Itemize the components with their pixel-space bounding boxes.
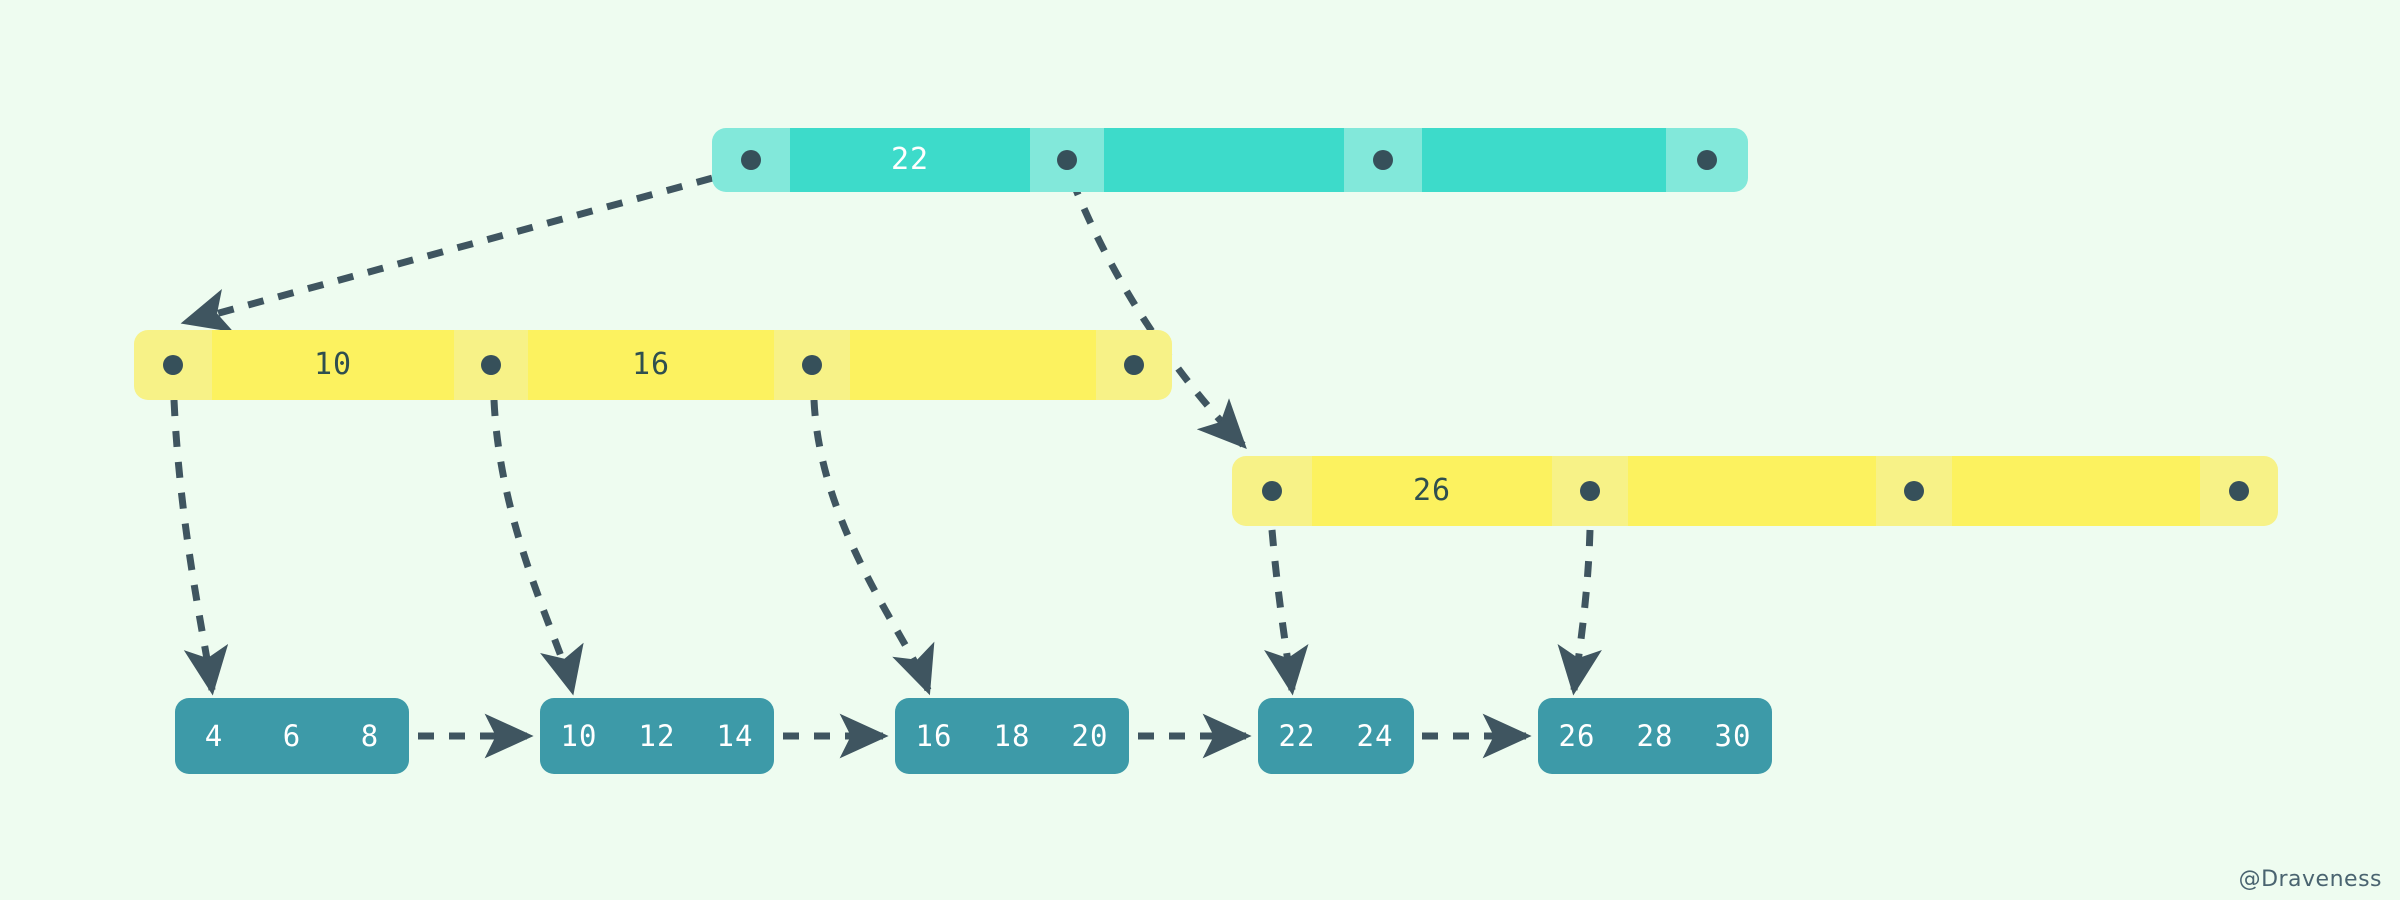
innerright-p0-to-leaf4 (1264, 529, 1309, 696)
root-node[interactable]: 22 (712, 128, 1748, 192)
root-p1-to-inner-right (1068, 178, 1247, 450)
root-pointer-0[interactable] (712, 128, 790, 192)
leaf-2-cell-0[interactable]: 10 (540, 698, 618, 774)
leaf-value: 8 (360, 718, 380, 753)
inner-left-pointer-4[interactable] (774, 330, 850, 400)
leaf-value: 4 (204, 718, 224, 753)
internal-node-left[interactable]: 10 16 (134, 330, 1172, 400)
key-value: 10 (313, 347, 353, 382)
leaf-value: 18 (993, 718, 1031, 753)
leaf-5-cell-2[interactable]: 30 (1694, 698, 1772, 774)
leaf-value: 14 (716, 718, 754, 753)
inner-right-pointer-0[interactable] (1232, 456, 1312, 526)
leaf-3-cell-0[interactable]: 16 (895, 698, 973, 774)
root-key-5[interactable] (1422, 128, 1666, 192)
pointer-dot-icon (1580, 481, 1600, 501)
inner-left-pointer-2[interactable] (454, 330, 528, 400)
inner-left-pointer-6[interactable] (1096, 330, 1172, 400)
leaf-1-cell-1[interactable]: 6 (253, 698, 331, 774)
innerright-p1-to-leaf5 (1557, 529, 1602, 696)
pointer-dot-icon (2229, 481, 2249, 501)
leaf-1[interactable]: 4 6 8 (175, 698, 409, 774)
root-key-3[interactable] (1104, 128, 1344, 192)
leaf-1-cell-0[interactable]: 4 (175, 698, 253, 774)
leaf-value: 6 (282, 718, 302, 753)
leaf-4-cell-0[interactable]: 22 (1258, 698, 1336, 774)
innerleft-p0-to-leaf1 (170, 399, 229, 696)
internal-node-right[interactable]: 26 (1232, 456, 2278, 526)
leaf-value: 12 (638, 718, 676, 753)
leaf-5-cell-1[interactable]: 28 (1616, 698, 1694, 774)
leaf-1-cell-2[interactable]: 8 (331, 698, 409, 774)
pointer-dot-icon (1697, 150, 1717, 170)
inner-left-key-3[interactable]: 16 (528, 330, 774, 400)
root-pointer-2[interactable] (1030, 128, 1104, 192)
key-value: 26 (1412, 473, 1452, 508)
leaf-value: 22 (1278, 718, 1316, 753)
leaf-value: 20 (1071, 718, 1109, 753)
root-p0-to-inner-left (180, 166, 743, 333)
leaf-2[interactable]: 10 12 14 (540, 698, 774, 774)
pointer-dot-icon (1373, 150, 1393, 170)
inner-right-key-1[interactable]: 26 (1312, 456, 1552, 526)
pointer-dot-icon (1124, 355, 1144, 375)
pointer-dot-icon (481, 355, 501, 375)
pointer-dot-icon (1057, 150, 1077, 170)
inner-left-pointer-0[interactable] (134, 330, 212, 400)
inner-right-key-3[interactable] (1628, 456, 1876, 526)
leaf-3-cell-2[interactable]: 20 (1051, 698, 1129, 774)
pointer-dot-icon (802, 355, 822, 375)
leaf-3[interactable]: 16 18 20 (895, 698, 1129, 774)
pointer-dot-icon (163, 355, 183, 375)
pointer-dot-icon (741, 150, 761, 170)
leaf-5[interactable]: 26 28 30 (1538, 698, 1772, 774)
leaf-value: 16 (915, 718, 953, 753)
key-value: 22 (890, 142, 930, 177)
innerleft-p1-to-leaf2 (490, 399, 584, 696)
inner-left-key-5[interactable] (850, 330, 1096, 400)
pointer-dot-icon (1262, 481, 1282, 501)
root-pointer-4[interactable] (1344, 128, 1422, 192)
leaf-5-cell-0[interactable]: 26 (1538, 698, 1616, 774)
leaf-value: 24 (1356, 718, 1394, 753)
inner-left-key-1[interactable]: 10 (212, 330, 454, 400)
leaf-3-cell-1[interactable]: 18 (973, 698, 1051, 774)
leaf-value: 26 (1558, 718, 1596, 753)
inner-right-pointer-2[interactable] (1552, 456, 1628, 526)
leaf-2-cell-1[interactable]: 12 (618, 698, 696, 774)
leaf-4-cell-1[interactable]: 24 (1336, 698, 1414, 774)
root-pointer-6[interactable] (1666, 128, 1748, 192)
inner-right-pointer-6[interactable] (2200, 456, 2278, 526)
inner-right-pointer-4[interactable] (1876, 456, 1952, 526)
leaf-value: 30 (1714, 718, 1752, 753)
key-value: 16 (631, 347, 671, 382)
innerleft-p2-to-leaf3 (810, 399, 935, 696)
leaf-value: 10 (560, 718, 598, 753)
inner-right-key-5[interactable] (1952, 456, 2200, 526)
watermark: @Draveness (2238, 867, 2382, 892)
pointer-dot-icon (1904, 481, 1924, 501)
root-key-1[interactable]: 22 (790, 128, 1030, 192)
leaf-2-cell-2[interactable]: 14 (696, 698, 774, 774)
leaf-value: 28 (1636, 718, 1674, 753)
leaf-4[interactable]: 22 24 (1258, 698, 1414, 774)
